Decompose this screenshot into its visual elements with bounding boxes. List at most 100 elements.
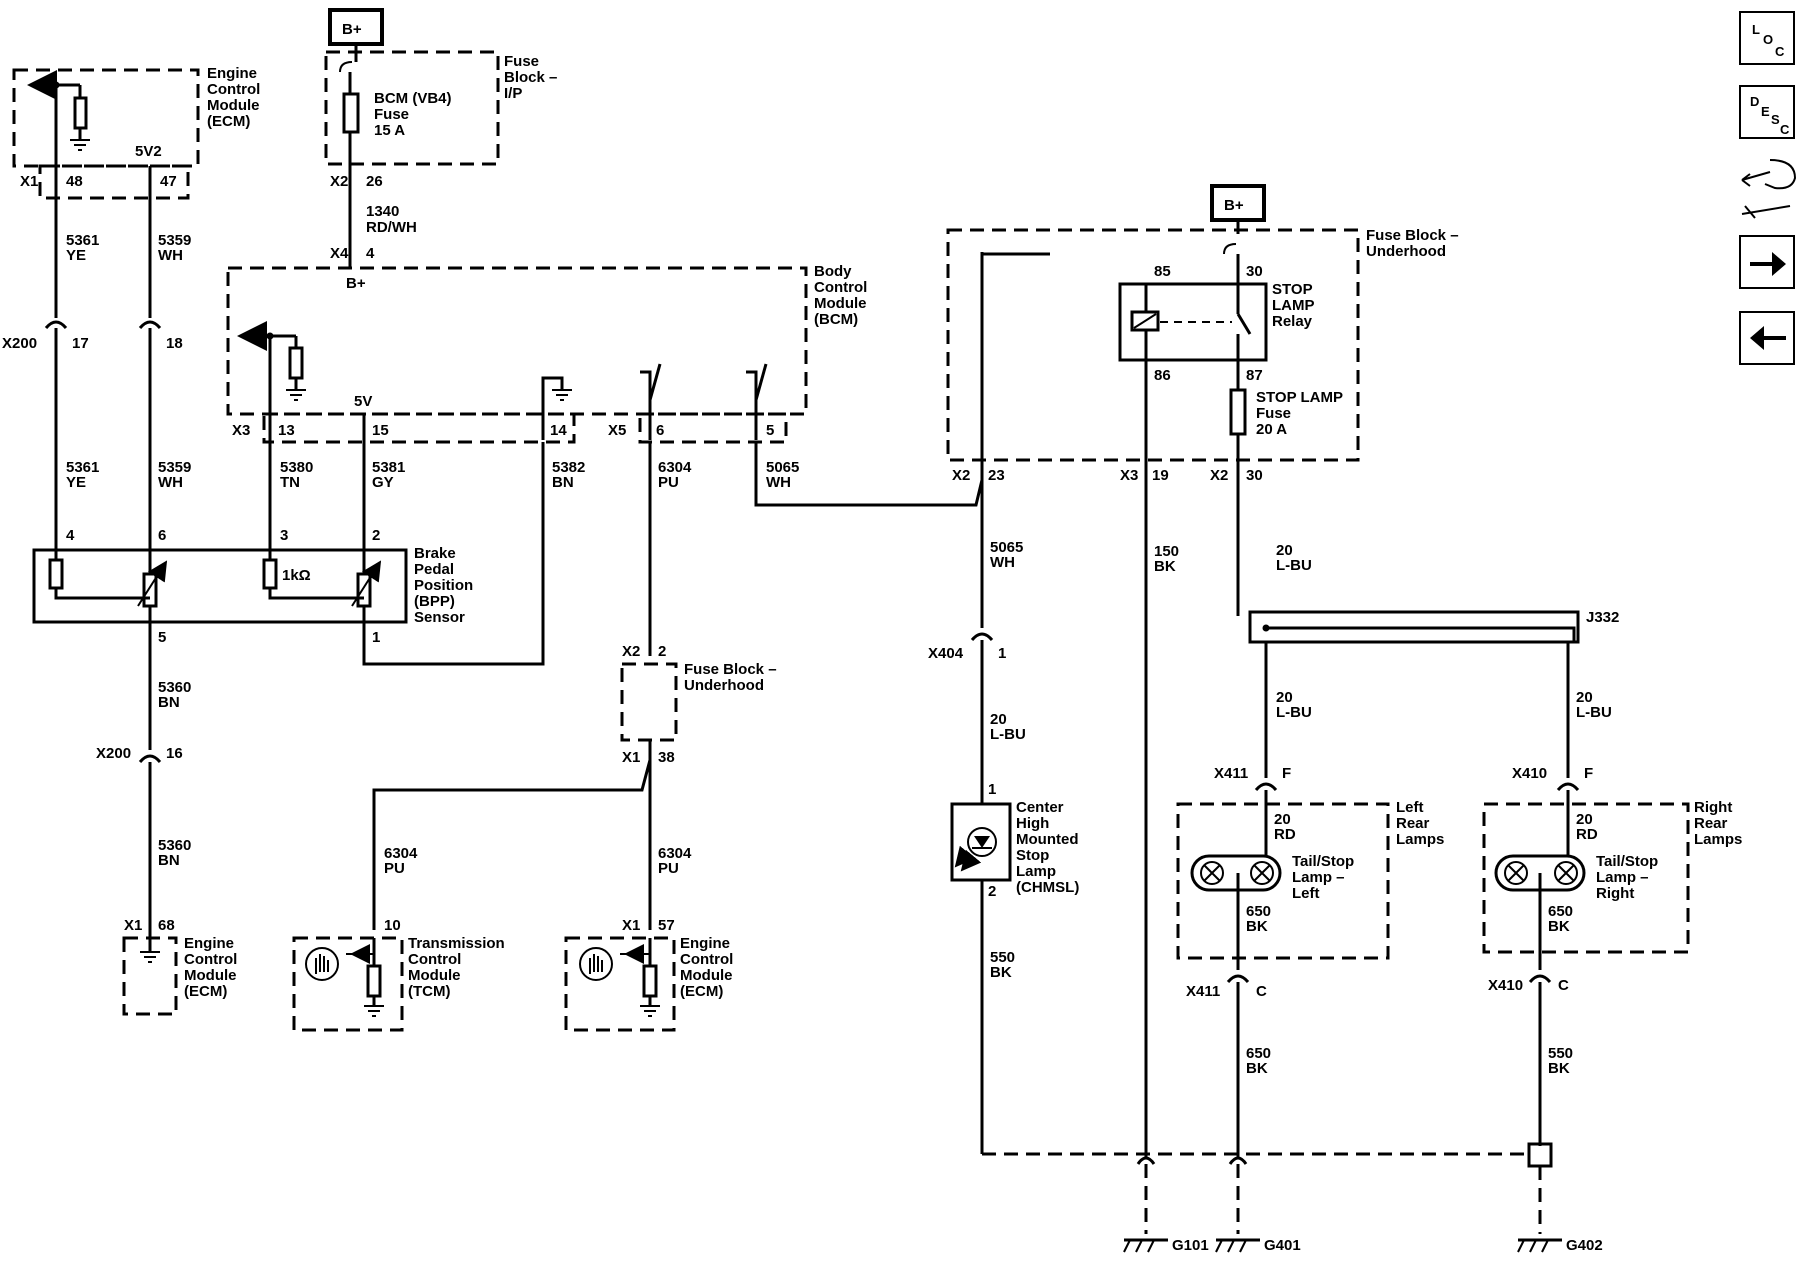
svg-text:2: 2: [658, 643, 666, 660]
svg-text:B+: B+: [342, 21, 362, 38]
svg-text:D: D: [1750, 94, 1759, 109]
next-arrow-icon[interactable]: [1739, 235, 1795, 289]
svg-text:G101: G101: [1172, 1237, 1209, 1254]
svg-text:F: F: [1282, 765, 1291, 782]
svg-text:30: 30: [1246, 263, 1263, 280]
svg-text:20L-BU: 20L-BU: [1276, 689, 1312, 721]
svg-text:L: L: [1752, 22, 1760, 37]
svg-text:20L-BU: 20L-BU: [1276, 542, 1312, 574]
svg-text:X410: X410: [1512, 765, 1547, 782]
loc-icon[interactable]: LOC: [1739, 11, 1795, 65]
svg-text:2: 2: [372, 527, 380, 544]
svg-text:G402: G402: [1566, 1237, 1603, 1254]
fuse-block-underhood-mid: Fuse Block –Underhood: [620, 661, 777, 742]
svg-text:20L-BU: 20L-BU: [1576, 689, 1612, 721]
svg-text:C: C: [1256, 983, 1267, 1000]
prev-arrow-icon[interactable]: [1739, 311, 1795, 365]
svg-text:X2: X2: [952, 467, 970, 484]
svg-text:18: 18: [166, 335, 183, 352]
svg-text:X1: X1: [20, 173, 38, 190]
svg-text:57: 57: [658, 917, 675, 934]
svg-text:Fuse Block –Underhood: Fuse Block –Underhood: [684, 661, 777, 694]
svg-text:1: 1: [998, 645, 1006, 662]
svg-text:48: 48: [66, 173, 83, 190]
svg-text:5V: 5V: [354, 393, 372, 410]
svg-text:15: 15: [372, 422, 389, 439]
svg-text:X1: X1: [622, 917, 640, 934]
svg-text:X411: X411: [1186, 983, 1220, 1000]
svg-text:19: 19: [1152, 467, 1169, 484]
j332-splice: J332: [1248, 609, 1619, 644]
svg-text:E: E: [1761, 104, 1770, 119]
connector-tool-icon[interactable]: [1741, 159, 1797, 219]
svg-text:14: 14: [550, 422, 567, 439]
ground-g401: G401: [1215, 1237, 1301, 1254]
svg-text:C: C: [1780, 122, 1790, 137]
bplus-right-icon: B+: [1210, 184, 1266, 222]
svg-text:1kΩ: 1kΩ: [282, 567, 311, 584]
svg-text:X2: X2: [622, 643, 640, 660]
svg-text:X5: X5: [608, 422, 626, 439]
svg-text:26: 26: [366, 173, 383, 190]
svg-text:X2: X2: [330, 173, 348, 190]
svg-text:X1: X1: [622, 749, 640, 766]
svg-text:1: 1: [988, 781, 996, 798]
svg-text:86: 86: [1154, 367, 1171, 384]
svg-text:6: 6: [656, 422, 664, 439]
svg-text:6: 6: [158, 527, 166, 544]
svg-text:X1: X1: [124, 917, 142, 934]
svg-text:Fuse Block –Underhood: Fuse Block –Underhood: [1366, 227, 1459, 260]
svg-text:16: 16: [166, 745, 183, 762]
svg-text:X200: X200: [2, 335, 37, 352]
ground-g402: G402: [1517, 1237, 1603, 1254]
svg-text:X411: X411: [1214, 765, 1248, 782]
svg-text:O: O: [1763, 32, 1773, 47]
svg-text:X4: X4: [330, 245, 349, 262]
svg-text:85: 85: [1154, 263, 1171, 280]
svg-text:G401: G401: [1264, 1237, 1301, 1254]
svg-text:C: C: [1775, 44, 1785, 59]
svg-text:B+: B+: [1224, 197, 1244, 214]
svg-text:X2: X2: [1210, 467, 1228, 484]
svg-text:X410: X410: [1488, 977, 1523, 994]
